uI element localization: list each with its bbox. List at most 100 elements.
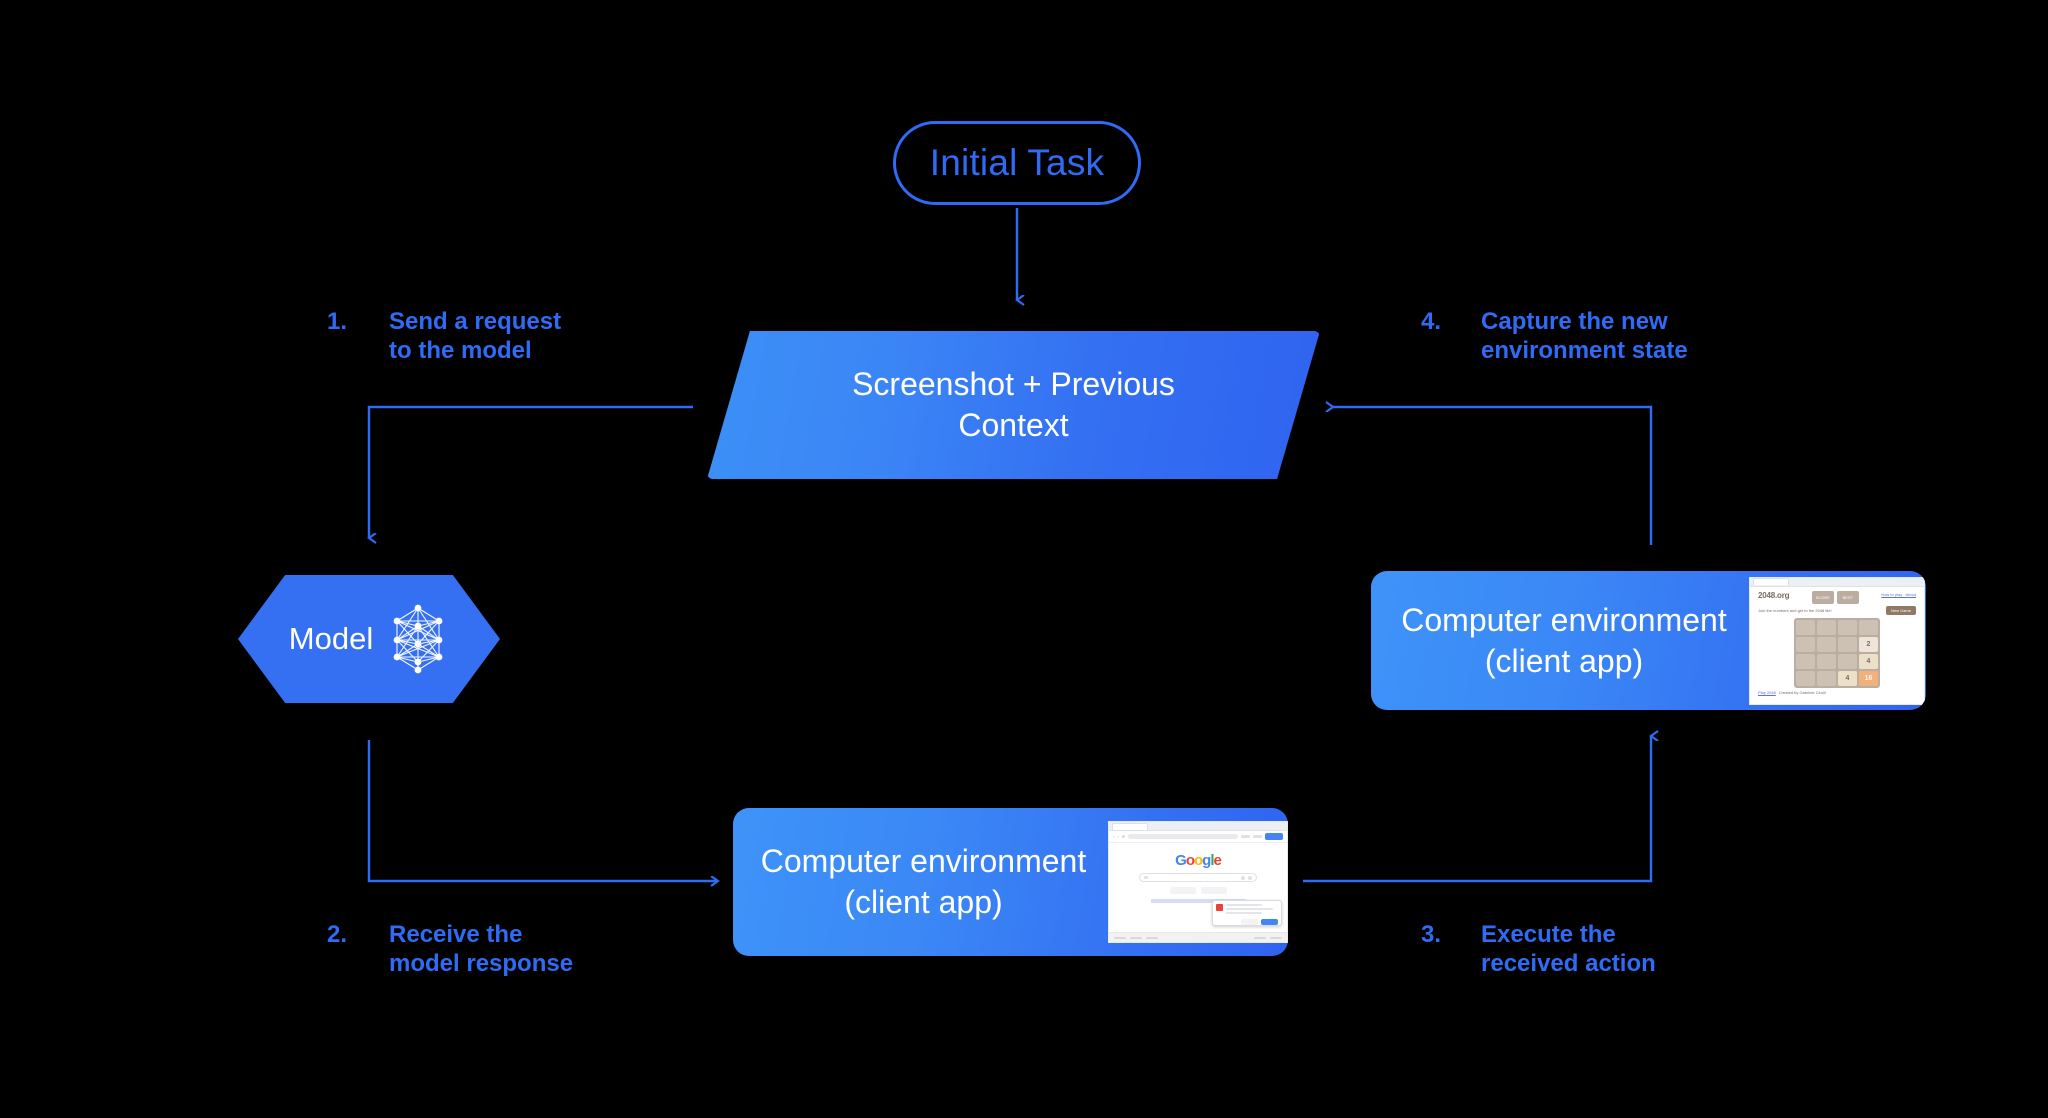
- step-3-number: 3.: [1421, 921, 1442, 948]
- footer-link[interactable]: [1130, 936, 1142, 939]
- google-page-body: ‹ › ⟳ Google: [1109, 831, 1287, 942]
- initial-task-label: Initial Task: [929, 142, 1105, 183]
- tile-r2c1: [1796, 636, 1815, 652]
- lens-search-icon[interactable]: [1248, 875, 1252, 880]
- sign-in-button[interactable]: [1265, 833, 1283, 840]
- connector-env-right-to-context: [1333, 407, 1653, 545]
- tile-r1c3: [1838, 619, 1857, 635]
- voice-search-icon[interactable]: [1241, 875, 1245, 880]
- logo-letter-e: e: [1213, 852, 1222, 869]
- footer-link[interactable]: [1114, 936, 1126, 939]
- tile-r2c4: 2: [1859, 636, 1878, 652]
- popup-confirm-button[interactable]: [1261, 919, 1278, 925]
- tile-r2c2: [1817, 636, 1836, 652]
- model-label: Model: [288, 621, 374, 656]
- game-2048-header: 2048.org SCORE BEST How to play · About: [1758, 590, 1916, 604]
- browser-tab-bar: [1109, 822, 1287, 831]
- search-placeholder: [1144, 876, 1148, 879]
- images-link[interactable]: [1253, 835, 1262, 838]
- browser-tab: [1112, 822, 1148, 830]
- computer-env-right-text: Computer environment (client app): [1389, 600, 1739, 682]
- neural-network-icon: [393, 604, 443, 674]
- game-2048-footer-link[interactable]: Play 2048: [1758, 689, 1776, 695]
- best-box: BEST: [1836, 590, 1859, 604]
- thumbnail-2048-game[interactable]: 2048.org SCORE BEST How to play · About …: [1749, 576, 1925, 705]
- url-field[interactable]: [1128, 834, 1238, 839]
- node-initial-task[interactable]: Initial Task: [893, 121, 1141, 205]
- step-label-2: 2. Receive the model response: [327, 920, 573, 978]
- footer-link[interactable]: [1146, 936, 1158, 939]
- gmail-link[interactable]: [1241, 835, 1250, 838]
- google-buttons-row: [1109, 887, 1287, 894]
- game-2048-body: 2048.org SCORE BEST How to play · About …: [1750, 587, 1924, 695]
- new-game-button[interactable]: New Game: [1885, 605, 1916, 615]
- game-2048-footer: Play 2048 Created by Gabriele Cirulli: [1758, 690, 1916, 695]
- node-computer-environment-right[interactable]: Computer environment (client app) 2048.o…: [1371, 571, 1926, 710]
- game-2048-footer-note: Created by Gabriele Cirulli: [1778, 689, 1826, 695]
- thumbnail-google-home[interactable]: ‹ › ⟳ Google: [1108, 821, 1288, 943]
- feeling-lucky-button[interactable]: [1200, 887, 1227, 894]
- tile-r4c3: 4: [1838, 670, 1857, 686]
- score-box: SCORE: [1811, 590, 1834, 604]
- popup-dismiss-button[interactable]: [1241, 919, 1258, 925]
- step-1-number: 1.: [327, 308, 348, 335]
- computer-env-bottom-text: Computer environment (client app): [747, 841, 1100, 923]
- connector-env-bottom-to-env-right: [1303, 736, 1651, 883]
- google-search-button[interactable]: [1169, 887, 1196, 894]
- logo-letter-g2: g: [1202, 852, 1211, 869]
- footer-link[interactable]: [1270, 936, 1282, 939]
- node-model[interactable]: Model: [238, 575, 500, 703]
- game-2048-grid[interactable]: 2 4 4 16: [1794, 617, 1880, 688]
- reload-icon[interactable]: ⟳: [1121, 834, 1126, 839]
- hexagon-shape: [238, 575, 500, 703]
- google-logo: Google: [1109, 853, 1287, 868]
- search-input-icons: [1241, 875, 1252, 880]
- footer-link[interactable]: [1254, 936, 1266, 939]
- tile-r4c2: [1817, 670, 1836, 686]
- browser-tab: [1753, 578, 1789, 585]
- logo-letter-o2: o: [1193, 852, 1203, 869]
- logo-letter-g1: G: [1175, 852, 1187, 869]
- tile-r1c1: [1796, 619, 1815, 635]
- game-2048-score-group: SCORE BEST: [1811, 590, 1859, 604]
- browser-address-bar[interactable]: ‹ › ⟳: [1109, 831, 1287, 843]
- computer-env-bottom-line2: (client app): [844, 884, 1003, 920]
- tile-r4c1: [1796, 670, 1815, 686]
- tile-r3c2: [1817, 653, 1836, 669]
- footer-links-right: [1254, 936, 1282, 939]
- tile-r1c2: [1817, 619, 1836, 635]
- tile-r4c4: 16: [1859, 670, 1878, 686]
- footer-links-left: [1114, 936, 1158, 939]
- language-offer-line[interactable]: [1150, 899, 1246, 903]
- step-4-number: 4.: [1421, 308, 1442, 335]
- step-label-4: 4. Capture the new environment state: [1421, 307, 1688, 365]
- computer-env-right-line2: (client app): [1484, 642, 1644, 679]
- screenshot-context-text: Screenshot + Previous Context: [707, 331, 1320, 479]
- tile-r3c3: [1838, 653, 1857, 669]
- popup-buttons: [1216, 919, 1278, 925]
- google-search-input[interactable]: [1139, 873, 1257, 882]
- logo-letter-o1: o: [1185, 852, 1195, 869]
- popup-icon: [1216, 904, 1223, 911]
- game-2048-subheader: Join the numbers and get to the 2048 til…: [1758, 605, 1916, 615]
- parallelogram-shape: [707, 331, 1320, 479]
- computer-env-bottom-line1: Computer environment: [760, 843, 1087, 879]
- google-footer: [1109, 932, 1287, 942]
- back-icon[interactable]: ‹: [1113, 834, 1115, 839]
- tile-r1c4: [1859, 619, 1878, 635]
- logo-letter-l: l: [1210, 852, 1214, 869]
- forward-icon[interactable]: ›: [1117, 834, 1119, 839]
- browser-tab-bar: [1750, 577, 1924, 587]
- node-computer-environment-bottom[interactable]: Computer environment (client app) ‹ › ⟳: [733, 808, 1288, 956]
- popup-text: [1226, 904, 1278, 916]
- step-3-text: Execute the received action: [1481, 921, 1656, 977]
- step-1-text: Send a request to the model: [389, 308, 562, 364]
- game-2048-links[interactable]: How to play · About: [1881, 591, 1916, 597]
- connector-model-to-env-bottom: [367, 740, 718, 881]
- step-4-text: Capture the new environment state: [1481, 308, 1688, 364]
- node-screenshot-previous-context[interactable]: Screenshot + Previous Context: [707, 331, 1320, 479]
- notification-popup[interactable]: [1212, 900, 1282, 926]
- screenshot-context-line2: Context: [958, 407, 1069, 443]
- popup-line-3: [1226, 912, 1263, 914]
